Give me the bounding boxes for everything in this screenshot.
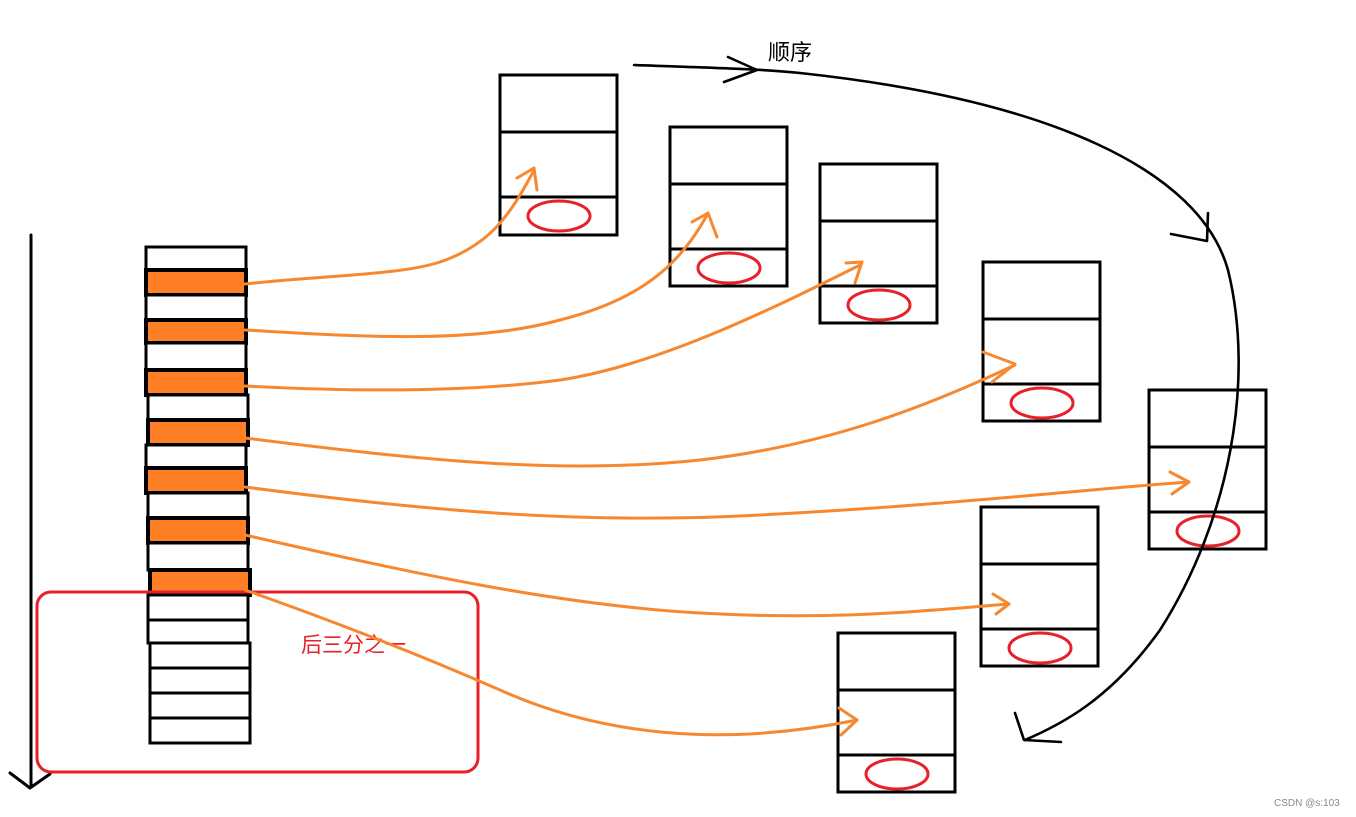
block bbox=[498, 73, 619, 237]
watermark: CSDN @s:103 bbox=[1274, 798, 1340, 809]
block-marker-ellipse bbox=[526, 199, 592, 233]
mapping-arrowhead bbox=[844, 260, 864, 285]
block bbox=[836, 631, 957, 794]
mapping-arrowhead bbox=[991, 592, 1011, 616]
mapping-arrow bbox=[243, 533, 1011, 618]
stack-slot bbox=[146, 491, 250, 520]
mapping-arrow bbox=[243, 211, 719, 339]
stack-slot bbox=[148, 716, 252, 745]
mapping-arrowhead bbox=[690, 211, 719, 239]
block-marker-ellipse bbox=[846, 288, 912, 322]
stack-slot-highlighted bbox=[144, 466, 248, 495]
block-marker-ellipse bbox=[1007, 631, 1073, 665]
mapping-arrow bbox=[243, 350, 1017, 468]
stack-slot bbox=[148, 691, 252, 720]
mapping-arrow-line bbox=[243, 588, 859, 737]
mapping-arrow bbox=[243, 260, 864, 392]
block-frame bbox=[836, 631, 957, 794]
block bbox=[818, 162, 939, 325]
mapping-arrow-line bbox=[243, 213, 709, 339]
order-arrowhead-bottom bbox=[1013, 711, 1063, 744]
block-frame bbox=[498, 73, 619, 237]
stack-slot bbox=[146, 541, 250, 572]
block-frame bbox=[1147, 388, 1268, 551]
stack-slot bbox=[144, 443, 248, 470]
block bbox=[979, 505, 1100, 668]
mapping-arrow bbox=[243, 166, 539, 286]
mapping-arrow bbox=[243, 470, 1191, 520]
stack-slot-highlighted bbox=[144, 368, 248, 397]
mapping-arrow-line bbox=[243, 533, 1011, 618]
order-label: 顺序 bbox=[768, 40, 812, 65]
mapping-arrowhead bbox=[1168, 470, 1191, 496]
mapping-arrow-line bbox=[243, 170, 535, 286]
block bbox=[1147, 388, 1268, 551]
stack-slot-highlighted bbox=[146, 516, 250, 545]
block-frame bbox=[981, 260, 1102, 423]
block-marker-ellipse bbox=[696, 251, 762, 285]
order-curve bbox=[632, 55, 1240, 744]
mapping-arrow-line bbox=[243, 363, 1017, 468]
block-marker-ellipse bbox=[1009, 386, 1075, 420]
stack-slot-highlighted bbox=[146, 418, 250, 447]
blocks-group bbox=[498, 73, 1268, 794]
block-marker-ellipse bbox=[864, 757, 930, 791]
order-curve-path bbox=[632, 63, 1240, 742]
block bbox=[668, 125, 789, 288]
memory-stack bbox=[144, 245, 252, 745]
stack-slot bbox=[144, 245, 248, 272]
mapping-arrowhead bbox=[837, 706, 859, 737]
stack-slot bbox=[144, 341, 248, 372]
vertical-direction-arrow bbox=[8, 233, 52, 790]
stack-slot-highlighted bbox=[144, 268, 248, 297]
block bbox=[981, 260, 1102, 423]
mapping-arrowhead bbox=[515, 166, 539, 192]
mapping-arrows bbox=[243, 166, 1191, 737]
block-frame bbox=[979, 505, 1100, 668]
mapping-arrow-line bbox=[243, 263, 862, 392]
block-frame bbox=[668, 125, 789, 288]
stack-slot bbox=[146, 393, 250, 422]
stack-slot bbox=[148, 641, 252, 670]
mapping-arrowhead bbox=[981, 350, 1017, 384]
stack-slot bbox=[148, 666, 252, 695]
order-arrowhead-right bbox=[1169, 211, 1210, 243]
order-arrowhead-top bbox=[722, 55, 759, 84]
mapping-arrow-line bbox=[243, 480, 1190, 520]
mapping-arrow bbox=[243, 588, 859, 737]
stack-slot bbox=[146, 618, 250, 645]
block-frame bbox=[818, 162, 939, 325]
stack-slot bbox=[144, 293, 248, 322]
block-marker-ellipse bbox=[1175, 514, 1241, 548]
stack-slot bbox=[146, 593, 250, 622]
stack-slot-highlighted bbox=[144, 318, 248, 345]
last-third-region bbox=[35, 590, 480, 774]
